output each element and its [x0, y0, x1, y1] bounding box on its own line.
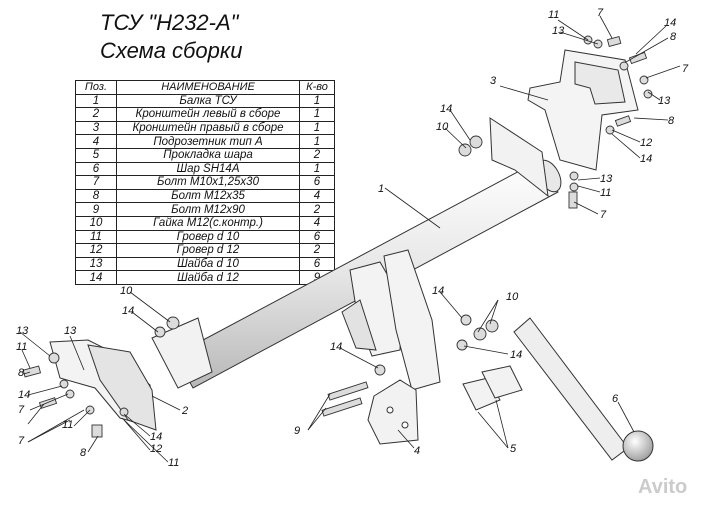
callout-label: 2 — [181, 405, 188, 417]
callout-label: 7 — [600, 209, 607, 221]
callout-label: 13 — [64, 325, 77, 337]
callout-label: 14 — [640, 153, 652, 165]
callout-label: 14 — [510, 349, 522, 361]
callout-label: 12 — [150, 443, 162, 455]
watermark: Avito — [638, 476, 688, 498]
callout-label: 11 — [548, 9, 559, 21]
callout-label: 14 — [122, 305, 134, 317]
callout-label: 14 — [330, 341, 342, 353]
callout-label: 9 — [294, 425, 300, 437]
callout-label: 11 — [168, 457, 179, 469]
callout-label: 3 — [490, 75, 497, 87]
callout-label: 13 — [600, 173, 613, 185]
row-num: 14 — [75, 270, 117, 285]
callout-label: 7 — [18, 435, 25, 447]
tow-ball — [513, 317, 654, 462]
leader-lines — [19, 15, 681, 463]
callout-label: 4 — [414, 445, 420, 457]
callout-labels: 11 7 13 14 8 7 13 8 3 14 10 12 14 13 11 … — [16, 7, 689, 469]
row-name: Шайба d 12 — [116, 270, 300, 285]
fasteners — [22, 35, 653, 438]
callout-label: 8 — [18, 367, 25, 379]
callout-label: 10 — [506, 291, 519, 303]
row-qty: 1 — [299, 161, 335, 177]
callout-label: 14 — [440, 103, 452, 115]
ball-spacers — [462, 365, 523, 411]
diagram-title: ТСУ "Н232-А" — [100, 10, 239, 35]
center-brackets — [341, 249, 441, 391]
socket-plate — [367, 379, 419, 445]
callout-label: 14 — [150, 431, 162, 443]
callout-label: 7 — [18, 404, 25, 416]
callout-label: 8 — [80, 447, 87, 459]
callout-label: 11 — [16, 341, 27, 353]
callout-label: 7 — [682, 63, 689, 75]
diagram-subtitle: Схема сборки — [100, 38, 243, 63]
callout-label: 14 — [18, 389, 30, 401]
callout-label: 13 — [658, 95, 671, 107]
callout-label: 5 — [510, 443, 517, 455]
callout-label: 8 — [670, 31, 677, 43]
callout-label: 10 — [436, 121, 449, 133]
callout-label: 1 — [378, 183, 384, 195]
callout-label: 6 — [612, 393, 619, 405]
callout-label: 14 — [432, 285, 444, 297]
callout-label: 11 — [62, 419, 73, 431]
callout-label: 11 — [600, 187, 611, 199]
right-bracket — [527, 49, 639, 171]
left-bracket — [49, 339, 157, 431]
callout-label: 10 — [120, 285, 133, 297]
callout-label: 14 — [664, 17, 676, 29]
row-qty: 2 — [299, 243, 335, 258]
callout-label: 13 — [552, 25, 565, 37]
callout-label: 7 — [597, 7, 604, 19]
callout-label: 12 — [640, 137, 652, 149]
callout-label: 8 — [668, 115, 675, 127]
callout-label: 13 — [16, 325, 29, 337]
